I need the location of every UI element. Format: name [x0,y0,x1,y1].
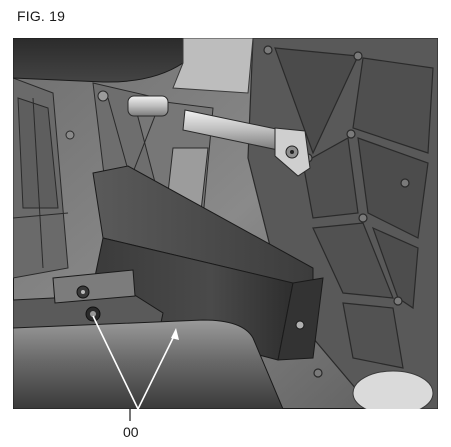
figure-label: FIG. 19 [17,8,66,24]
upper-housing [13,38,254,94]
callout-leader-tail [129,409,131,421]
handle-bar [127,95,311,177]
callout-number: 00 [123,424,139,440]
bottom-rail [13,269,434,409]
callout-leaders [92,315,179,409]
technical-illustration [13,38,438,409]
